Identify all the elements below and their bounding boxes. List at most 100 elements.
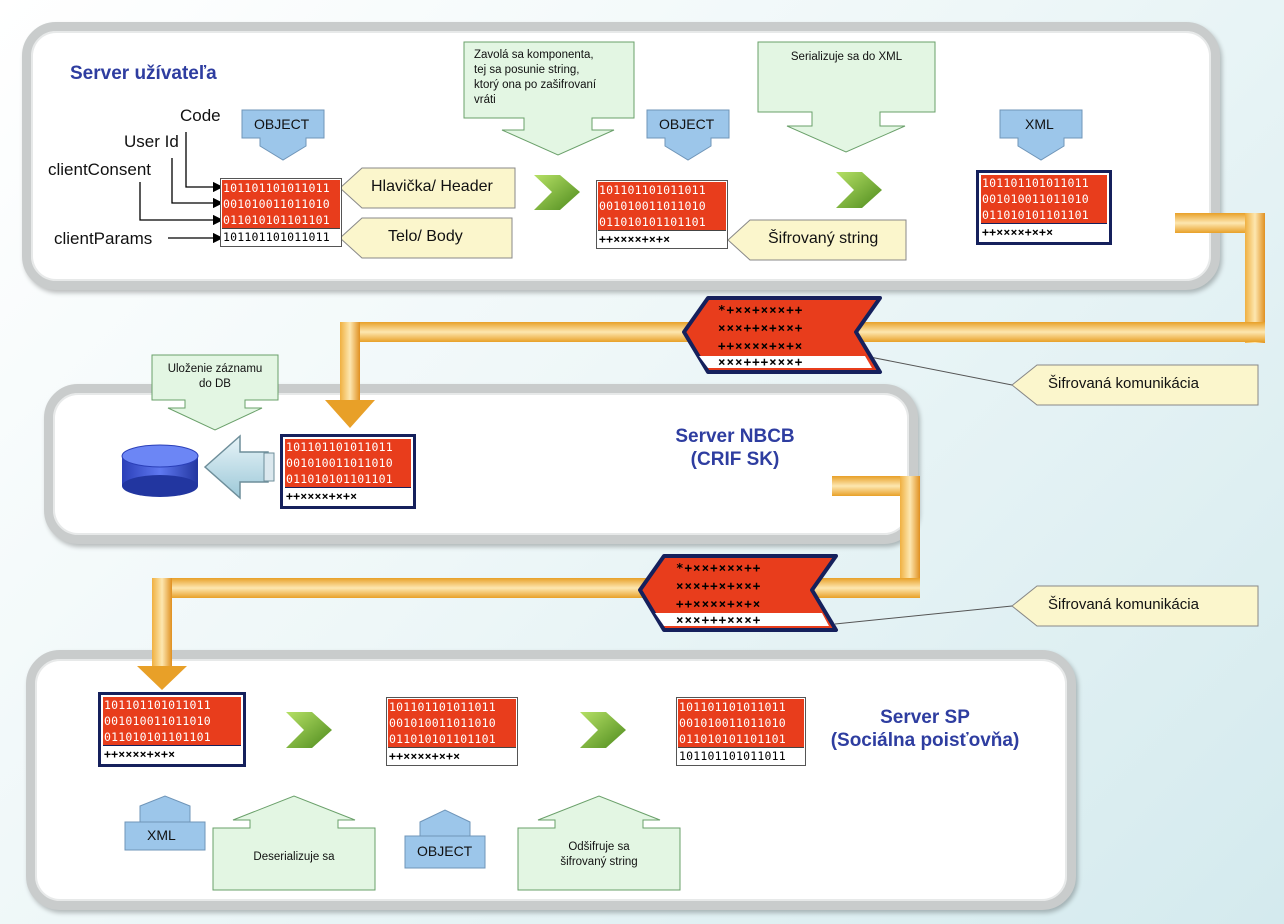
packet-text-2: *+××+×××++ ×××++×+××+ ++××××+×+× ×××+++×… bbox=[676, 559, 816, 627]
note-line: ktorý ona po zašifrovaní bbox=[474, 79, 597, 91]
decrypt-note-shape bbox=[517, 795, 681, 891]
consent-field-label: clientConsent bbox=[48, 160, 152, 179]
params-field-label: clientParams bbox=[54, 229, 153, 248]
note-line: Odšifruje sa bbox=[568, 841, 630, 853]
component-note: Zavolá sa komponenta, tej sa posunie str… bbox=[474, 48, 624, 108]
data-row: 001010011011010 bbox=[981, 191, 1107, 207]
data-row: ++××××+×+× bbox=[285, 487, 411, 504]
sp-decrypted-block: 101101101011011 001010011011010 01101010… bbox=[676, 697, 806, 766]
data-row: 001010011011010 bbox=[222, 196, 340, 212]
packet-row: *+××+×××++ bbox=[718, 302, 804, 317]
encrypted-comm-label-2: Šifrovaná komunikácia bbox=[1048, 596, 1199, 613]
xml-tag-2: XML bbox=[147, 827, 176, 843]
sp-server-title: Server SP (Sociálna poisťovňa) bbox=[820, 706, 1030, 752]
store-arrow-icon bbox=[203, 434, 275, 500]
object-tag-arrowhead bbox=[419, 809, 471, 837]
xml-data-block: 101101101011011 001010011011010 01101010… bbox=[976, 170, 1112, 245]
data-row: 001010011011010 bbox=[598, 198, 726, 214]
encrypted-object-block: 101101101011011 001010011011010 01101010… bbox=[596, 180, 728, 249]
encrypted-packet-1 bbox=[682, 296, 882, 374]
data-row: ++××××+×+× bbox=[388, 747, 516, 764]
note-line: tej sa posunie string, bbox=[474, 64, 580, 76]
callout-line bbox=[869, 356, 1013, 386]
userid-field-label: User Id bbox=[124, 132, 179, 151]
encrypted-string-callout-shape bbox=[727, 219, 907, 261]
note-line: Uloženie záznamu bbox=[167, 363, 263, 375]
data-row: 011010101101101 bbox=[678, 731, 804, 747]
packet-row: ×××++×+××+ bbox=[718, 320, 804, 335]
sp-xml-block: 101101101011011 001010011011010 01101010… bbox=[98, 692, 246, 767]
flow-arrow-icon bbox=[534, 175, 580, 210]
pipe-segment bbox=[900, 476, 920, 596]
pipe-segment bbox=[832, 476, 920, 496]
encrypted-comm-callout-shape-2 bbox=[1011, 585, 1259, 627]
pipe-segment bbox=[1245, 213, 1265, 343]
data-row: 001010011011010 bbox=[678, 715, 804, 731]
object-tag-shape-1 bbox=[241, 109, 325, 161]
header-label: Hlavička/ Header bbox=[371, 178, 493, 195]
flow-arrow-icon bbox=[286, 712, 332, 748]
nbcb-title-line: Server NBCB bbox=[675, 426, 795, 447]
data-row: 101101101011011 bbox=[678, 699, 804, 715]
data-row: ++××××+×+× bbox=[981, 223, 1107, 240]
data-row: ++××××+×+× bbox=[103, 745, 241, 762]
note-line: do DB bbox=[199, 378, 231, 390]
data-row: 001010011011010 bbox=[103, 713, 241, 729]
data-row: 101101101011011 bbox=[222, 228, 340, 245]
body-callout-shape bbox=[339, 217, 513, 259]
data-row: 101101101011011 bbox=[103, 697, 241, 713]
code-wire bbox=[185, 132, 224, 193]
user-server-title: Server užívateľa bbox=[70, 63, 217, 84]
data-row: 101101101011011 bbox=[678, 747, 804, 764]
data-row: 011010101101101 bbox=[598, 214, 726, 230]
packet-row: *+××+×××++ bbox=[676, 560, 762, 575]
serialize-note-shape bbox=[757, 41, 936, 153]
data-row: 101101101011011 bbox=[981, 175, 1107, 191]
nbcb-server-title: Server NBCB (CRIF SK) bbox=[640, 425, 830, 471]
data-row: ++××××+×+× bbox=[598, 230, 726, 247]
object-tag-1: OBJECT bbox=[254, 116, 310, 132]
pipe-segment bbox=[152, 578, 172, 668]
data-row: 011010101101101 bbox=[103, 729, 241, 745]
decrypt-note: Odšifruje sa šifrovaný string bbox=[518, 840, 680, 870]
packet-row: ++××××+×+× bbox=[718, 338, 804, 353]
data-row: 011010101101101 bbox=[222, 212, 340, 228]
object-data-block: 101101101011011 001010011011010 01101010… bbox=[220, 178, 342, 247]
data-row: 101101101011011 bbox=[598, 182, 726, 198]
note-line: Zavolá sa komponenta, bbox=[474, 49, 594, 61]
data-row: 101101101011011 bbox=[388, 699, 516, 715]
object-tag-shape-2 bbox=[646, 109, 730, 161]
sp-object-block: 101101101011011 001010011011010 01101010… bbox=[386, 697, 518, 766]
component-note-shape bbox=[463, 41, 635, 156]
note-line: vráti bbox=[474, 94, 496, 106]
sp-title-line: Server SP bbox=[880, 707, 970, 728]
callout-line bbox=[834, 605, 1013, 625]
packet-row: ×××++×+××+ bbox=[676, 578, 762, 593]
data-row: 011010101101101 bbox=[285, 471, 411, 487]
save-db-note-shape bbox=[151, 354, 279, 431]
data-row: 001010011011010 bbox=[285, 455, 411, 471]
packet-row: ×××+++×××+ bbox=[718, 354, 804, 369]
serialize-note: Serializuje sa do XML bbox=[790, 51, 903, 63]
sp-subtitle-line: (Sociálna poisťovňa) bbox=[830, 730, 1020, 751]
flow-arrow-icon bbox=[836, 172, 882, 208]
data-row: 101101101011011 bbox=[285, 439, 411, 455]
encrypted-comm-label-1: Šifrovaná komunikácia bbox=[1048, 375, 1199, 392]
object-tag-2: OBJECT bbox=[659, 116, 715, 132]
userid-wire bbox=[171, 158, 224, 209]
body-label: Telo/ Body bbox=[388, 228, 463, 245]
save-db-note: Uloženie záznamu do DB bbox=[152, 362, 278, 392]
packet-text-1: *+××+×××++ ×××++×+××+ ++××××+×+× ×××+++×… bbox=[718, 301, 858, 369]
code-field-label: Code bbox=[180, 106, 221, 125]
encrypted-packet-2 bbox=[638, 554, 838, 632]
object-tag-3: OBJECT bbox=[417, 843, 473, 859]
deserialize-note: Deserializuje sa bbox=[253, 851, 335, 863]
data-row: 011010101101101 bbox=[388, 731, 516, 747]
pipe-segment bbox=[340, 322, 360, 400]
flow-arrow-icon bbox=[580, 712, 626, 748]
note-line: šifrovaný string bbox=[560, 856, 638, 868]
packet-row: ×××+++×××+ bbox=[676, 612, 762, 627]
header-callout-shape bbox=[339, 167, 516, 209]
data-row: 011010101101101 bbox=[981, 207, 1107, 223]
